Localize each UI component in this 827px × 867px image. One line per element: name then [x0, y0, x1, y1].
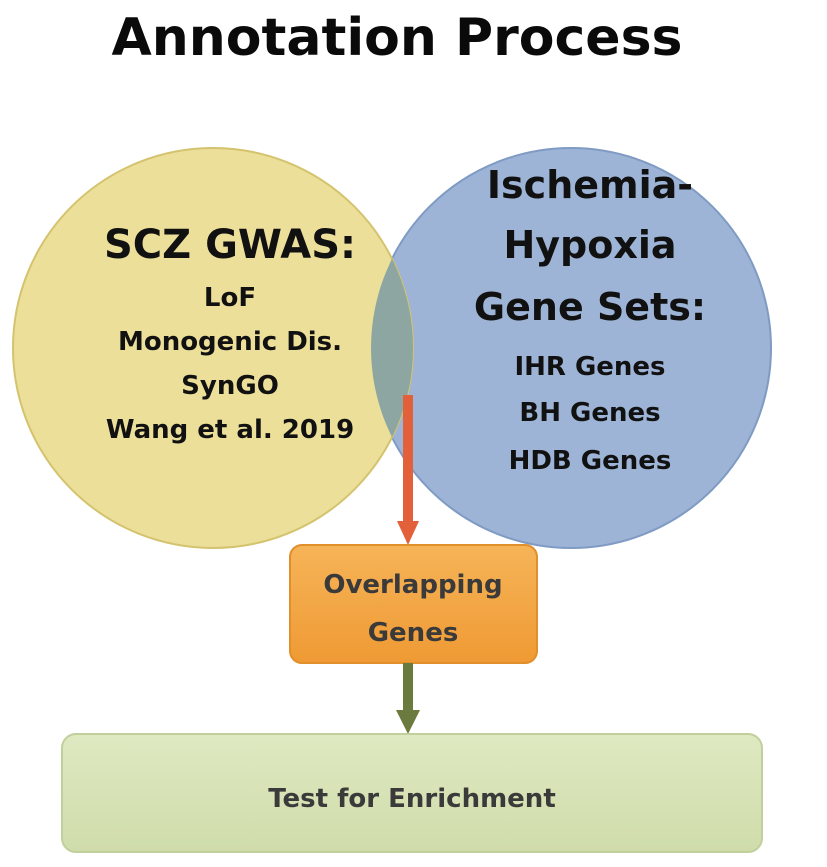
right-set-item: BH Genes	[519, 398, 660, 428]
overlapping-genes-label: Genes	[368, 618, 459, 648]
right-set-heading-line: Hypoxia	[503, 223, 676, 267]
left-set-item: LoF	[204, 283, 256, 313]
overlapping-genes-label: Overlapping	[323, 570, 502, 600]
right-set-item: HDB Genes	[509, 446, 672, 476]
left-set-item: Monogenic Dis.	[118, 327, 342, 357]
test-for-enrichment-box: Test for Enrichment	[61, 733, 763, 853]
right-set-circle	[370, 147, 772, 549]
left-set-item: Wang et al. 2019	[106, 415, 354, 445]
test-for-enrichment-label: Test for Enrichment	[268, 784, 556, 814]
right-set-item: IHR Genes	[514, 352, 665, 382]
left-set-heading: SCZ GWAS:	[104, 222, 356, 268]
right-set-heading-line: Ischemia-	[487, 163, 693, 207]
genes-to-test-arrow	[396, 663, 420, 734]
right-set-heading-line: Gene Sets:	[474, 285, 706, 329]
overlap-to-genes-arrow	[397, 395, 419, 545]
left-set-item-list: LoF Monogenic Dis. SynGO Wang et al. 201…	[106, 283, 354, 445]
left-set-item: SynGO	[181, 371, 279, 401]
diagram-title: Annotation Process	[112, 8, 683, 68]
overlapping-genes-box: Overlapping Genes	[289, 544, 538, 664]
right-set-item-list: IHR Genes BH Genes HDB Genes	[509, 352, 672, 476]
right-set-heading: Ischemia- Hypoxia Gene Sets:	[474, 163, 706, 329]
